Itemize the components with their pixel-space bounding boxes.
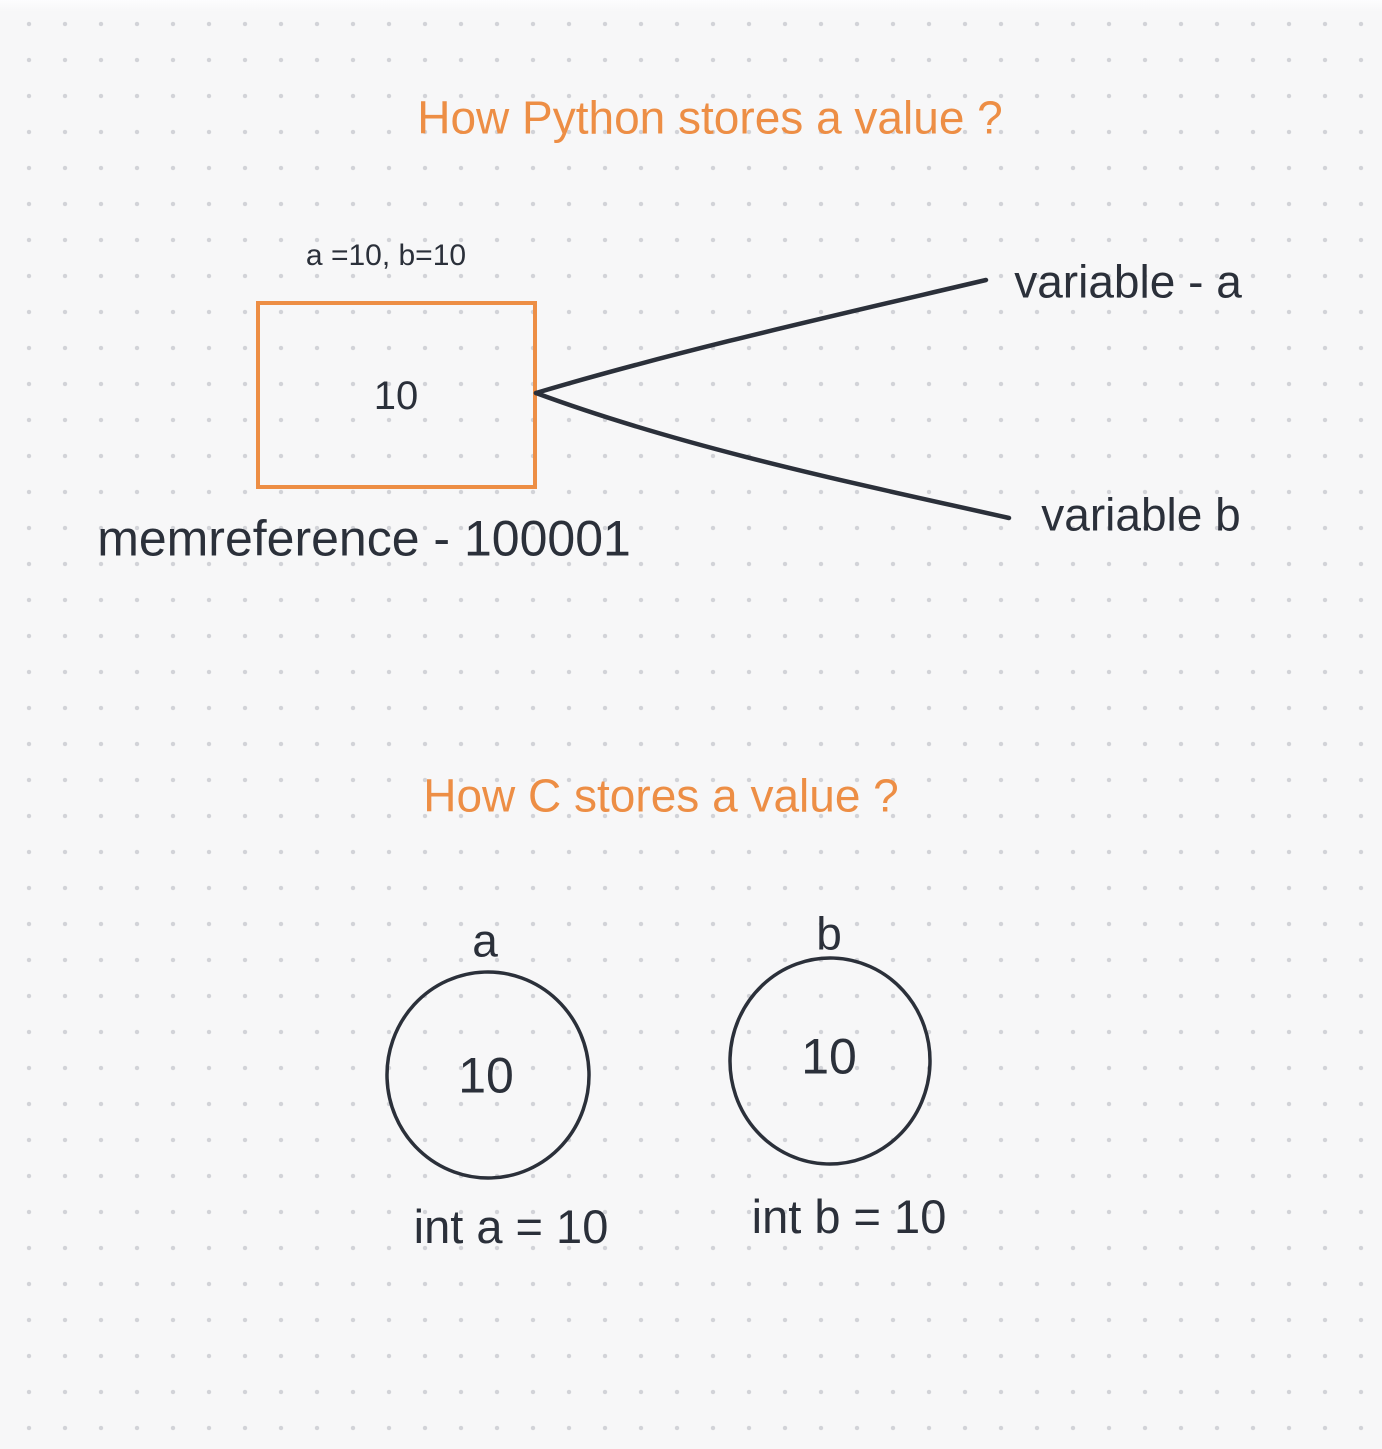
reference-line-variable-a bbox=[533, 277, 989, 396]
assignment-label: a =10, b=10 bbox=[305, 238, 467, 272]
python-section-title: How Python stores a value ? bbox=[417, 91, 1003, 144]
memory-box-value: 10 bbox=[373, 374, 419, 418]
variable-b-label: variable b bbox=[1041, 488, 1241, 541]
c-variable-a-value: 10 bbox=[458, 1047, 514, 1104]
c-variable-b-circle bbox=[728, 956, 932, 1166]
c-variable-b-value: 10 bbox=[801, 1028, 857, 1085]
c-variable-b-name: b bbox=[816, 907, 842, 960]
c-variable-a-declaration: int a = 10 bbox=[413, 1199, 609, 1253]
memory-reference-label: memreference - 100001 bbox=[97, 510, 631, 567]
c-variable-b-declaration: int b = 10 bbox=[751, 1189, 947, 1243]
top-edge-highlight bbox=[0, 0, 1382, 12]
c-variable-a-circle bbox=[385, 970, 591, 1180]
c-variable-a-name: a bbox=[472, 914, 498, 967]
variable-a-label: variable - a bbox=[1014, 255, 1242, 308]
c-section-title: How C stores a value ? bbox=[423, 769, 899, 822]
reference-line-variable-b bbox=[533, 390, 1012, 521]
